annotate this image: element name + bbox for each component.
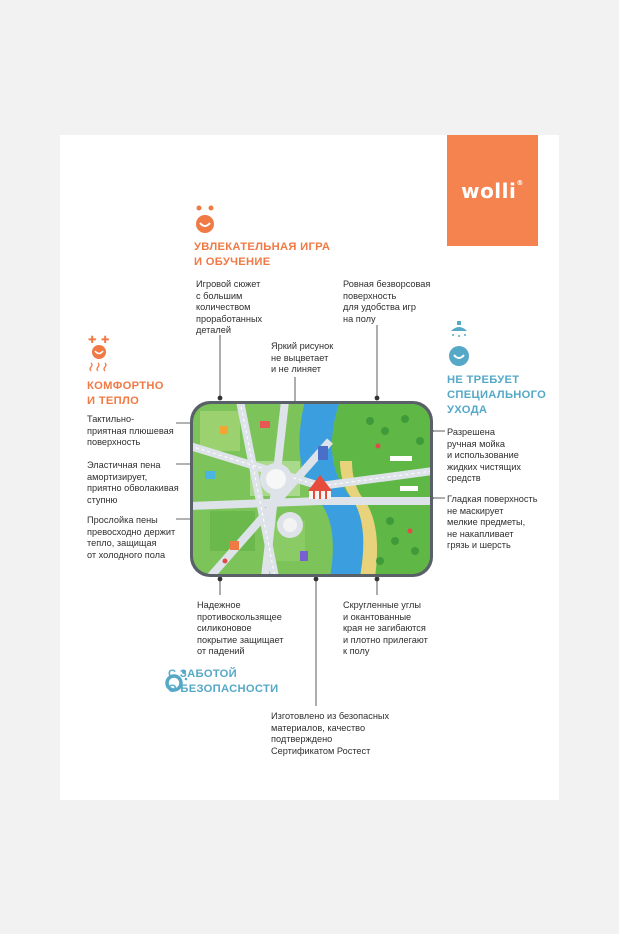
brand-logo: wolli® — [447, 135, 538, 246]
play-mat-image — [190, 401, 433, 577]
feature-silicone: Надежное противоскользящее силиконовое п… — [197, 600, 284, 657]
connector-dot — [374, 395, 380, 401]
heading-care: НЕ ТРЕБУЕТ СПЕЦИАЛЬНОГО УХОДА — [447, 374, 547, 416]
feature-smooth: Гладкая поверхность не маскирует мелкие … — [447, 494, 538, 551]
city-map-illustration — [190, 401, 433, 577]
warm-smiley-icon: ✚ ✚ — [88, 335, 109, 372]
safety-ring-icon — [165, 670, 188, 692]
connector-dot — [313, 576, 319, 582]
smiley-face-icon — [196, 205, 214, 233]
connector-dot — [217, 576, 223, 582]
feature-wash: Разрешена ручная мойка и использование ж… — [447, 427, 521, 484]
shower-smiley-icon — [449, 321, 469, 366]
heading-safety: С ЗАБОТОЙ О БЕЗОПАСНОСТИ — [168, 668, 279, 695]
svg-text:✚: ✚ — [101, 335, 109, 346]
feature-print: Яркий рисунок не выцветает и не линяет — [271, 341, 334, 375]
heading-comfort: КОМФОРТНО И ТЕПЛО — [87, 380, 164, 407]
svg-text:✚: ✚ — [88, 335, 96, 346]
feature-foam: Эластичная пена амортизирует, приятно об… — [87, 460, 179, 505]
feature-surface: Ровная безворсовая поверхность для удобс… — [343, 279, 431, 324]
feature-plush: Тактильно- приятная плюшевая поверхность — [87, 414, 174, 448]
feature-certified: Изготовлено из безопасных материалов, ка… — [271, 711, 390, 756]
connector-dot — [374, 576, 380, 582]
feature-layer: Прослойка пены превосходно держит тепло,… — [87, 515, 176, 560]
feature-plot: Игровой сюжет с большим количеством прор… — [196, 279, 263, 336]
feature-corners: Скругленные углы и окантованные края не … — [343, 600, 428, 657]
heading-play: УВЛЕКАТЕЛЬНАЯ ИГРА И ОБУЧЕНИЕ — [194, 241, 331, 268]
logo-text: wolli® — [461, 178, 524, 203]
connector-dot — [217, 395, 223, 401]
